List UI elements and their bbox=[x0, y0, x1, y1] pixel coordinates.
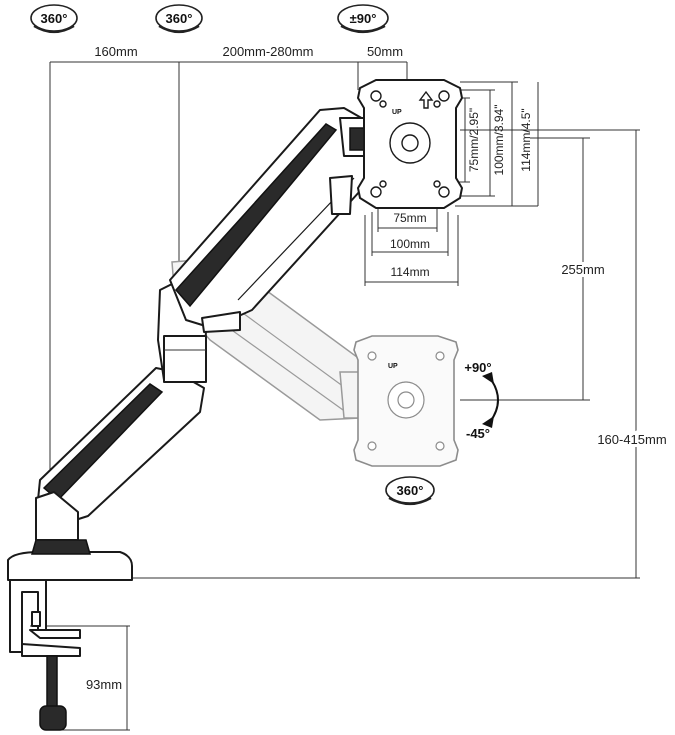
dim-head-offset: 50mm bbox=[367, 44, 403, 59]
upper-arm bbox=[169, 107, 375, 333]
plate-up-marker: UP bbox=[392, 109, 402, 116]
desk-clamp bbox=[7, 539, 133, 731]
tilt-arrow bbox=[482, 372, 499, 428]
ghost-plate-up-marker: UP bbox=[388, 363, 398, 370]
badge-plate-rotation-label: 360° bbox=[397, 483, 424, 498]
dim-arm-upper-reach: 200mm-280mm bbox=[222, 44, 313, 59]
tilt-up-label: +90° bbox=[464, 360, 491, 375]
dim-vesa-100-horizontal: 100mm bbox=[390, 237, 430, 251]
tilt-down-label: -45° bbox=[466, 426, 490, 441]
badge-arm-rotation-label: 360° bbox=[166, 11, 193, 26]
dim-vesa-100-vertical: 100mm/3.94" bbox=[492, 105, 506, 176]
dim-vesa-75-horizontal: 75mm bbox=[393, 211, 426, 225]
vesa-plate: UP bbox=[356, 79, 464, 209]
dim-vesa-114-vertical: 114mm/4.5" bbox=[519, 108, 533, 171]
dim-height-range: 160-415mm bbox=[597, 432, 666, 447]
badge-base-rotation-label: 360° bbox=[41, 11, 68, 26]
dim-arm-lower-reach: 160mm bbox=[94, 44, 137, 59]
dim-vesa-114-horizontal: 114mm bbox=[390, 265, 429, 279]
badge-arm-rotation: 360° bbox=[155, 4, 203, 34]
badge-base-rotation: 360° bbox=[30, 4, 78, 34]
badge-plate-rotation: 360° bbox=[385, 476, 435, 506]
badge-swivel: ±90° bbox=[337, 4, 389, 34]
dim-vesa-75-vertical: 75mm/2.95" bbox=[467, 108, 481, 172]
badge-swivel-label: ±90° bbox=[350, 11, 377, 26]
lower-arm bbox=[35, 281, 207, 541]
dim-clamp-thickness: 93mm bbox=[86, 677, 122, 692]
dim-height-travel: 255mm bbox=[561, 262, 604, 277]
